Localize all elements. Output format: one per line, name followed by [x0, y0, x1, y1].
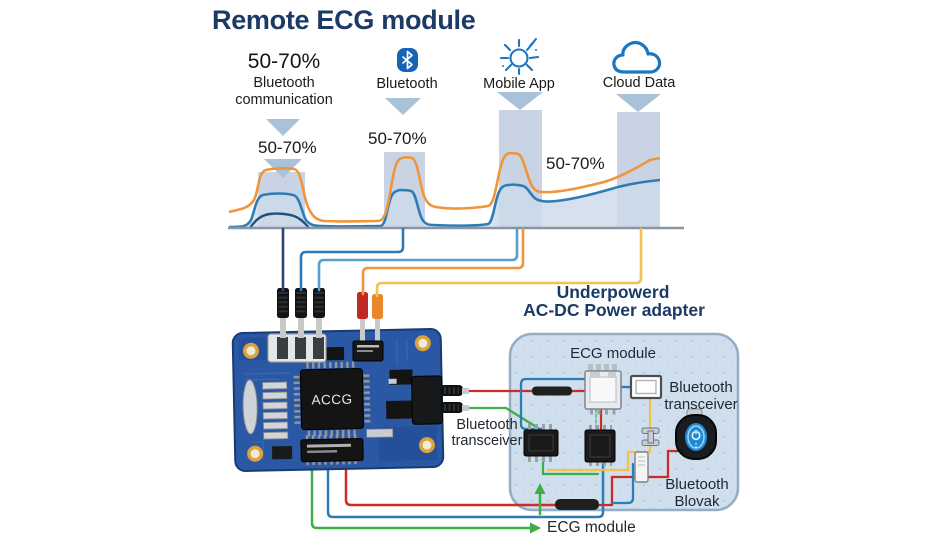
- adapter-heading-line1: Underpowerd: [556, 282, 670, 302]
- page-title: Remote ECG module: [212, 5, 476, 35]
- chart-annotation-1: 50-70%: [258, 138, 317, 157]
- step2-label: Bluetooth: [376, 76, 438, 92]
- oscillator: [242, 379, 258, 435]
- left-transceiver-label-line1: Bluetooth: [456, 417, 518, 433]
- bottom-wires: [310, 460, 605, 530]
- green-up-arrowhead-icon: [534, 483, 546, 494]
- signal-chart: [228, 92, 684, 230]
- small-chip: [386, 400, 413, 419]
- ic-chip: [584, 425, 616, 466]
- bluetooth-icon: [397, 48, 418, 72]
- left-transceiver-label-line2: transceiver: [451, 433, 523, 449]
- pad-array: [366, 428, 394, 438]
- orange-signal: [228, 151, 661, 223]
- jumper-component: [641, 427, 660, 446]
- chip-label: ACCG: [311, 392, 352, 408]
- power-fob-button: [675, 408, 717, 460]
- step3-label: Mobile App: [483, 76, 555, 92]
- electrode-connector-block: [267, 333, 327, 363]
- resistor-bank: [262, 381, 289, 440]
- pad: [388, 378, 397, 384]
- power-plugs: [352, 292, 384, 362]
- crystal-component: [634, 451, 649, 483]
- adapter-heading-line2: AC-DC Power adapter: [523, 300, 705, 320]
- chart-annotation-3: 50-70%: [546, 154, 605, 173]
- resistor: [555, 499, 599, 510]
- jack-plugs: [440, 385, 469, 413]
- blovak-label-line2: Blovak: [674, 493, 720, 510]
- panel-components: [523, 364, 717, 510]
- sun-icon: [499, 37, 540, 76]
- blovak-label-line1: Bluetooth: [665, 476, 729, 493]
- small-component: [271, 445, 293, 460]
- circuit-board: ACCG: [231, 328, 445, 472]
- bottom-ecg-label: ECG module: [547, 519, 636, 536]
- panel-wires: [466, 377, 682, 516]
- top-wires: [281, 227, 643, 298]
- panel-title: ECG module: [570, 345, 656, 362]
- jack-connector: [411, 375, 443, 425]
- dark-blue-signal: [249, 212, 310, 229]
- mounting-hole: [242, 335, 435, 462]
- cloud-icon: [612, 40, 662, 74]
- step1-label-line2: communication: [235, 92, 333, 108]
- green-arrowhead-icon: [530, 522, 541, 534]
- right-transceiver-label-line2: transceiver: [664, 396, 738, 413]
- resistor: [532, 386, 572, 396]
- down-arrow-icon: [385, 98, 421, 115]
- small-chip: [325, 346, 345, 361]
- blue-signal: [228, 178, 661, 229]
- component-box: [629, 374, 663, 400]
- ecg-relay-module: [584, 364, 622, 415]
- down-arrow-icon: [497, 92, 543, 110]
- step4-label: Cloud Data: [602, 75, 676, 91]
- electrode-plugs: [277, 288, 325, 338]
- mcu-chip: ACCG: [293, 361, 371, 437]
- blue-area: [229, 180, 660, 228]
- bottom-ic: [300, 434, 364, 466]
- step1-label-line1: Bluetooth: [253, 75, 315, 91]
- down-arrow-icon: [266, 119, 300, 136]
- chart-annotation-2: 50-70%: [368, 129, 427, 148]
- ic-chip: [523, 424, 559, 462]
- right-transceiver-label-line1: Bluetooth: [669, 379, 733, 396]
- down-arrow-icon: [616, 94, 661, 112]
- step1-percent: 50-70%: [247, 50, 321, 73]
